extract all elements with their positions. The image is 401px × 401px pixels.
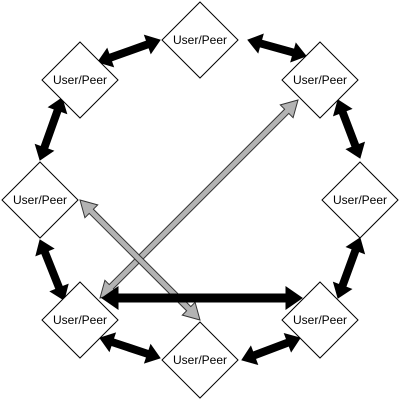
ring-connection-upper-right-to-right [332,99,366,159]
ring-connection-left-to-upper-left [34,97,68,161]
peer-node-lower-right: User/Peer [281,281,359,359]
cross-connection-left-to-bottom [79,199,201,321]
peer-node-upper-right: User/Peer [281,41,359,119]
connections-layer [34,33,366,366]
ring-connection-lower-left-to-left [35,239,69,301]
peer-node-label: User/Peer [293,73,347,87]
peer-node-label: User/Peer [293,313,347,327]
peer-node-top: User/Peer [161,1,239,79]
peer-node-label: User/Peer [53,73,107,87]
peer-node-label: User/Peer [173,33,227,47]
peer-node-label: User/Peer [173,353,227,367]
peer-node-lower-left: User/Peer [41,281,119,359]
ring-connection-top-to-upper-right [247,33,307,63]
peer-node-label: User/Peer [53,313,107,327]
peer-node-shape [281,41,359,119]
cross-connection-lower-left-to-upper-right [99,99,299,299]
peer-node-shape [161,321,239,399]
peer-node-shape [41,41,119,119]
peer-node-shape [161,1,239,79]
peer-node-shape [281,281,359,359]
peer-node-left: User/Peer [1,161,79,239]
peer-node-bottom: User/Peer [161,321,239,399]
peer-node-upper-left: User/Peer [41,41,119,119]
ring-connection-bottom-to-lower-left [99,332,161,364]
peer-node-label: User/Peer [333,193,387,207]
peer-node-shape [41,281,119,359]
peer-node-shape [1,161,79,239]
cross-connection-lower-left-to-lower-right [101,286,303,310]
ring-connection-upper-left-to-top [97,34,161,68]
peer-node-right: User/Peer [321,161,399,239]
peer-node-shape [321,161,399,239]
peer-node-label: User/Peer [13,193,67,207]
ring-connection-lower-right-to-bottom [241,332,301,366]
ring-connection-right-to-lower-right [332,237,366,299]
